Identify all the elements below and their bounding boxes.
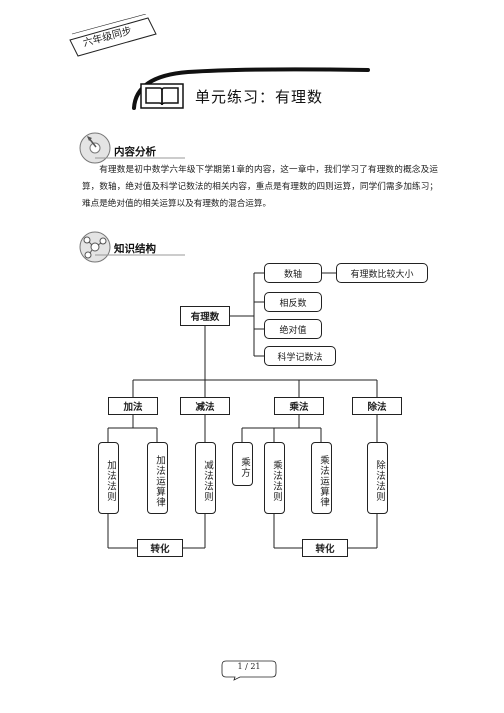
grade-tag-shape (69, 13, 157, 57)
leaf-add-rule: 加法法则 (98, 442, 119, 514)
op-add: 加法 (108, 397, 158, 415)
leaf-mul-rule: 乘法法则 (264, 442, 285, 514)
leaf-power: 乘方 (232, 442, 253, 486)
op-multiply: 乘法 (274, 397, 324, 415)
section-content-label: 内容分析 (114, 146, 156, 158)
branch-opposite: 相反数 (264, 292, 322, 312)
leaf-div-rule: 除法法则 (367, 442, 388, 514)
op-subtract: 减法 (180, 397, 230, 415)
branch-number-line: 数轴 (264, 263, 322, 283)
section-structure-underline (95, 254, 185, 256)
page-number: 1 / 21 (220, 659, 278, 681)
root-node: 有理数 (180, 306, 230, 326)
branch-compare: 有理数比较大小 (336, 263, 428, 283)
branch-absolute: 绝对值 (264, 319, 322, 339)
branch-scientific: 科学记数法 (264, 346, 336, 366)
op-divide: 除法 (352, 397, 402, 415)
leaf-mul-law: 乘法运算律 (311, 442, 332, 514)
convert-left: 转化 (137, 539, 183, 557)
book-icon (140, 83, 184, 113)
intro-paragraph: 有理数是初中数学六年级下学期第1章的内容，这一章中，我们学习了有理数的概念及运算… (82, 165, 438, 209)
convert-right: 转化 (302, 539, 348, 557)
page-number-text: 1 / 21 (237, 662, 261, 671)
grade-tag: 六年级同步 (66, 13, 162, 60)
section-content-underline (95, 157, 185, 159)
disc-icon (78, 131, 112, 165)
leaf-add-law: 加法运算律 (147, 442, 168, 514)
leaf-sub-rule: 减法法则 (195, 442, 216, 514)
page-title: 单元练习：有理数 (195, 88, 324, 106)
section-structure-label: 知识结构 (114, 243, 156, 255)
